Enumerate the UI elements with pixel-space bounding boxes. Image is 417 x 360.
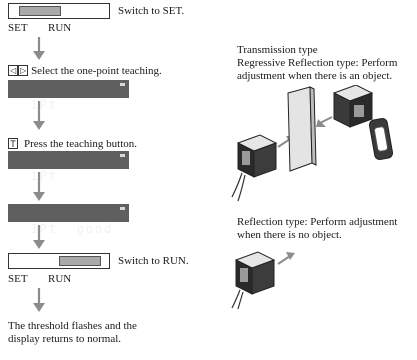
transmission-desc-line2: adjustment when there is an object. — [237, 70, 393, 82]
step2-instruction: Select the one-point teaching. — [31, 65, 162, 77]
reflection-illustration — [231, 251, 295, 310]
lcd-display-step4: 1Pt good — [8, 204, 129, 236]
lcd-text: 1Pt — [30, 169, 59, 183]
lcd-display-step3: 1Pt — [8, 151, 129, 183]
left-key-icon[interactable]: ◁ — [8, 65, 19, 76]
lcd-indicator — [120, 83, 125, 86]
step6-line2: display returns to normal. — [8, 333, 122, 345]
transmission-desc-line1: Regressive Reflection type: Perform — [237, 57, 398, 69]
mode-switch-run[interactable] — [8, 253, 110, 269]
left-sensor-icon — [231, 134, 278, 202]
step2-row: ◁▷ Select the one-point teaching. — [8, 65, 162, 78]
switch-slider[interactable] — [59, 256, 101, 266]
switch-slider[interactable] — [19, 6, 61, 16]
transmission-title: Transmission type — [237, 44, 318, 56]
step5-instruction: Switch to RUN. — [118, 255, 189, 267]
lcd-display-step2: 1Pt — [8, 80, 129, 112]
down-arrow-icon — [33, 37, 45, 60]
step6-line1: The threshold flashes and the — [8, 320, 137, 332]
reflector-icon — [368, 118, 394, 160]
down-arrow-icon — [33, 172, 45, 201]
switch-label-set: SET — [8, 273, 28, 285]
step1-instruction: Switch to SET. — [118, 5, 185, 17]
teach-button-icon[interactable]: T — [8, 138, 18, 149]
reflector-plate-icon — [287, 86, 317, 172]
switch-label-run: RUN — [48, 22, 72, 34]
lcd-indicator — [120, 207, 125, 210]
lcd-text: 1Pt good — [30, 222, 114, 236]
lcd-indicator — [120, 154, 125, 157]
down-arrow-icon — [33, 288, 45, 312]
transmission-illustration — [231, 85, 394, 202]
down-arrow-icon — [33, 101, 45, 130]
step3-instruction: Press the teaching button. — [24, 138, 138, 150]
mode-switch-set[interactable] — [8, 3, 110, 19]
reflection-desc-line2: when there is no object. — [237, 229, 342, 241]
right-sensor-icon — [332, 85, 374, 128]
switch-label-run: RUN — [48, 273, 72, 285]
right-key-icon[interactable]: ▷ — [18, 65, 29, 76]
reflection-sensor-icon — [231, 251, 276, 310]
lcd-text: 1Pt — [30, 98, 59, 112]
switch-label-set: SET — [8, 22, 28, 34]
down-arrow-icon — [33, 225, 45, 249]
reflection-desc-line1: Reflection type: Perform adjustment — [237, 216, 398, 228]
